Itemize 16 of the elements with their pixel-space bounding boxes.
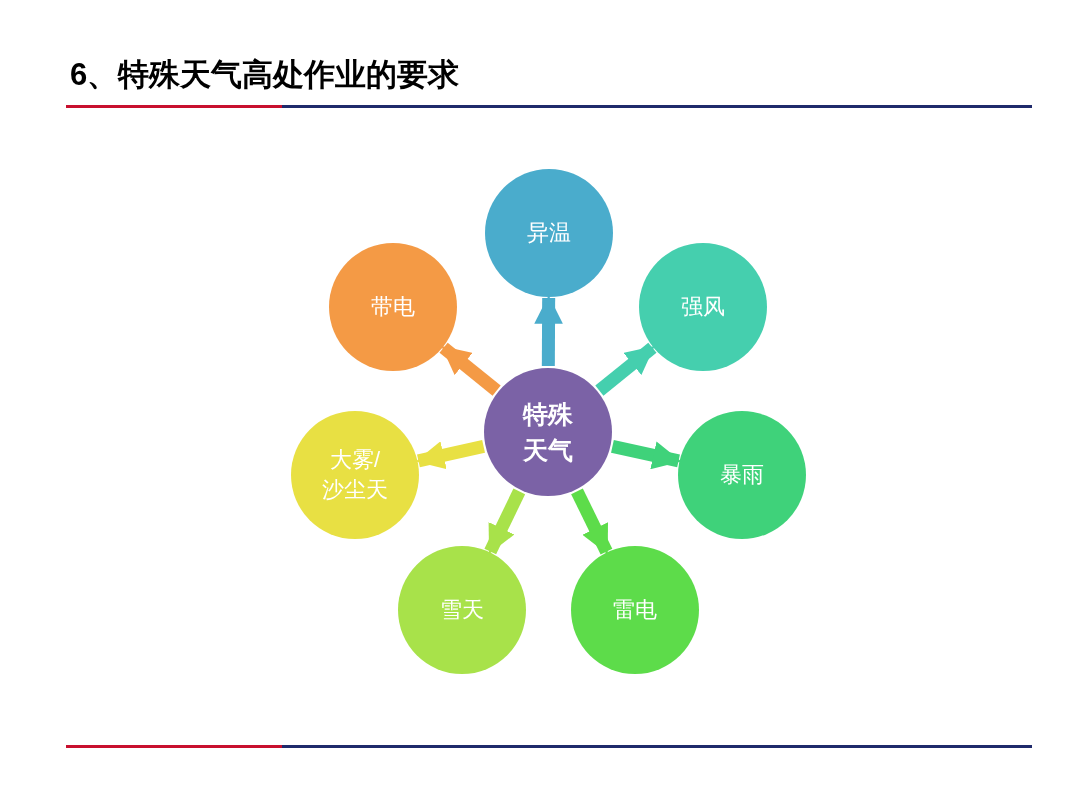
circle-label: 异温: [527, 219, 571, 248]
circle-label: 强风: [681, 293, 725, 322]
block-arrow: [534, 295, 563, 367]
block-arrow: [571, 488, 613, 555]
block-arrow: [439, 342, 501, 396]
block-arrow: [611, 439, 682, 470]
circle-label: 大雾/沙尘天: [322, 446, 388, 504]
block-arrow: [484, 488, 526, 555]
circle-label: 特殊天气: [521, 398, 574, 466]
circle-label: 雪天: [440, 596, 484, 625]
block-arrow: [595, 342, 657, 396]
block-arrow: [415, 440, 485, 470]
circle-label: 带电: [371, 293, 415, 322]
circle-label: 雷电: [613, 596, 657, 625]
slide-title: 6、特殊天气高处作业的要求: [70, 56, 460, 94]
circle-label: 暴雨: [720, 461, 764, 490]
